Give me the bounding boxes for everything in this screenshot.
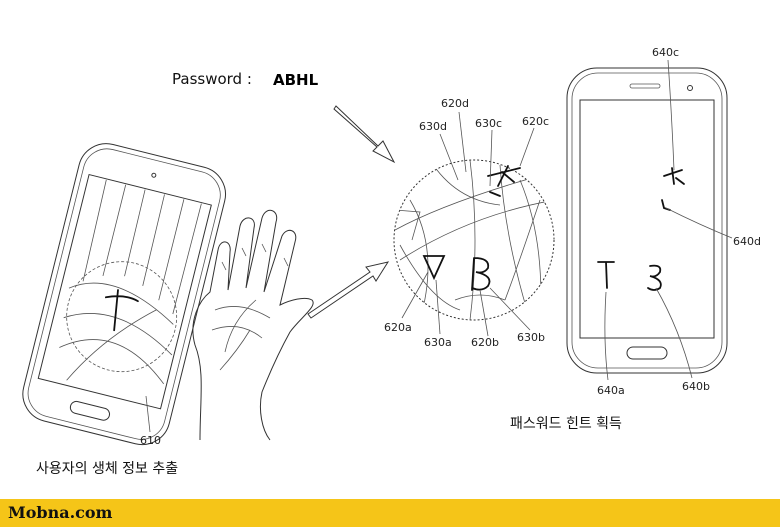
- ref-620a: 620a: [384, 321, 412, 334]
- leader-630d: [439, 133, 459, 181]
- right-phone-screen: [579, 99, 715, 339]
- screen-scan-circle: [66, 261, 178, 373]
- hint-char-b: [471, 257, 491, 291]
- ref-630b: 630b: [517, 331, 545, 344]
- screen-finger-lines: [82, 179, 202, 315]
- left-phone-bezel: [27, 148, 221, 440]
- ref-640a: 640a: [597, 384, 625, 397]
- screen-palm-lines: [59, 282, 174, 385]
- caption-left: 사용자의 생체 정보 추출: [36, 461, 178, 477]
- phone-hint-char-2: [647, 264, 662, 291]
- leader-640b: [655, 287, 693, 379]
- ref-630d: 630d: [419, 120, 447, 133]
- phone-hint-char-3: [663, 167, 685, 185]
- leader-620b: [479, 289, 489, 337]
- magnified-palm: [393, 159, 555, 321]
- phone-hint-char-4: [661, 199, 671, 211]
- right-phone-camera: [687, 85, 693, 91]
- leader-620a: [401, 271, 429, 319]
- hand: [192, 209, 314, 441]
- ref-610: 610: [140, 434, 161, 447]
- leader-620d: [458, 111, 467, 173]
- left-phone-home-button: [69, 400, 111, 421]
- magnified-circle: [393, 159, 555, 321]
- arrow-hand: [307, 261, 390, 319]
- ref-620c: 620c: [522, 115, 549, 128]
- right-phone-body: [566, 67, 728, 374]
- right-phone-speaker: [629, 83, 661, 89]
- caption-right: 패스워드 힌트 획득: [510, 416, 622, 432]
- finger-creases: [221, 243, 289, 271]
- leader-620c: [519, 127, 535, 167]
- leader-640d: [665, 207, 733, 239]
- hint-char-h: [487, 165, 521, 187]
- leader-630c: [489, 129, 493, 187]
- hint-char-l: [489, 191, 501, 197]
- password-label: Password :: [172, 70, 252, 88]
- ref-640d: 640d: [733, 235, 761, 248]
- ref-630a: 630a: [424, 336, 452, 349]
- arrow-password-shape: [333, 105, 396, 164]
- hint-char-a: [422, 255, 446, 281]
- leader-630a: [435, 279, 441, 335]
- ref-620d: 620d: [441, 97, 469, 110]
- palm-lines: [211, 299, 271, 371]
- password-value: ABHL: [273, 71, 319, 89]
- leader-610: [145, 395, 151, 433]
- right-phone: [566, 67, 728, 374]
- left-phone-camera: [151, 172, 157, 178]
- ref-640c: 640c: [652, 46, 679, 59]
- watermark-banner: Mobna.com: [0, 499, 780, 527]
- leader-640a: [604, 291, 609, 381]
- ref-620b: 620b: [471, 336, 499, 349]
- phone-hint-char-1: [597, 261, 615, 289]
- arrow-password: [333, 105, 396, 164]
- right-phone-home-button: [626, 346, 668, 360]
- ref-630c: 630c: [475, 117, 502, 130]
- right-phone-bezel: [571, 72, 723, 369]
- leader-640c: [667, 59, 675, 171]
- left-phone-screen: [37, 173, 212, 410]
- arrow-hand-shape: [307, 261, 390, 319]
- ref-640b: 640b: [682, 380, 710, 393]
- watermark-text: Mobna.com: [8, 503, 113, 522]
- screen-hint-mark: [104, 289, 139, 332]
- magnified-palm-lines: [394, 160, 554, 320]
- leader-630b: [489, 287, 531, 331]
- left-phone-body: [22, 143, 226, 446]
- hand-outline: [192, 209, 314, 441]
- left-phone: [22, 143, 226, 446]
